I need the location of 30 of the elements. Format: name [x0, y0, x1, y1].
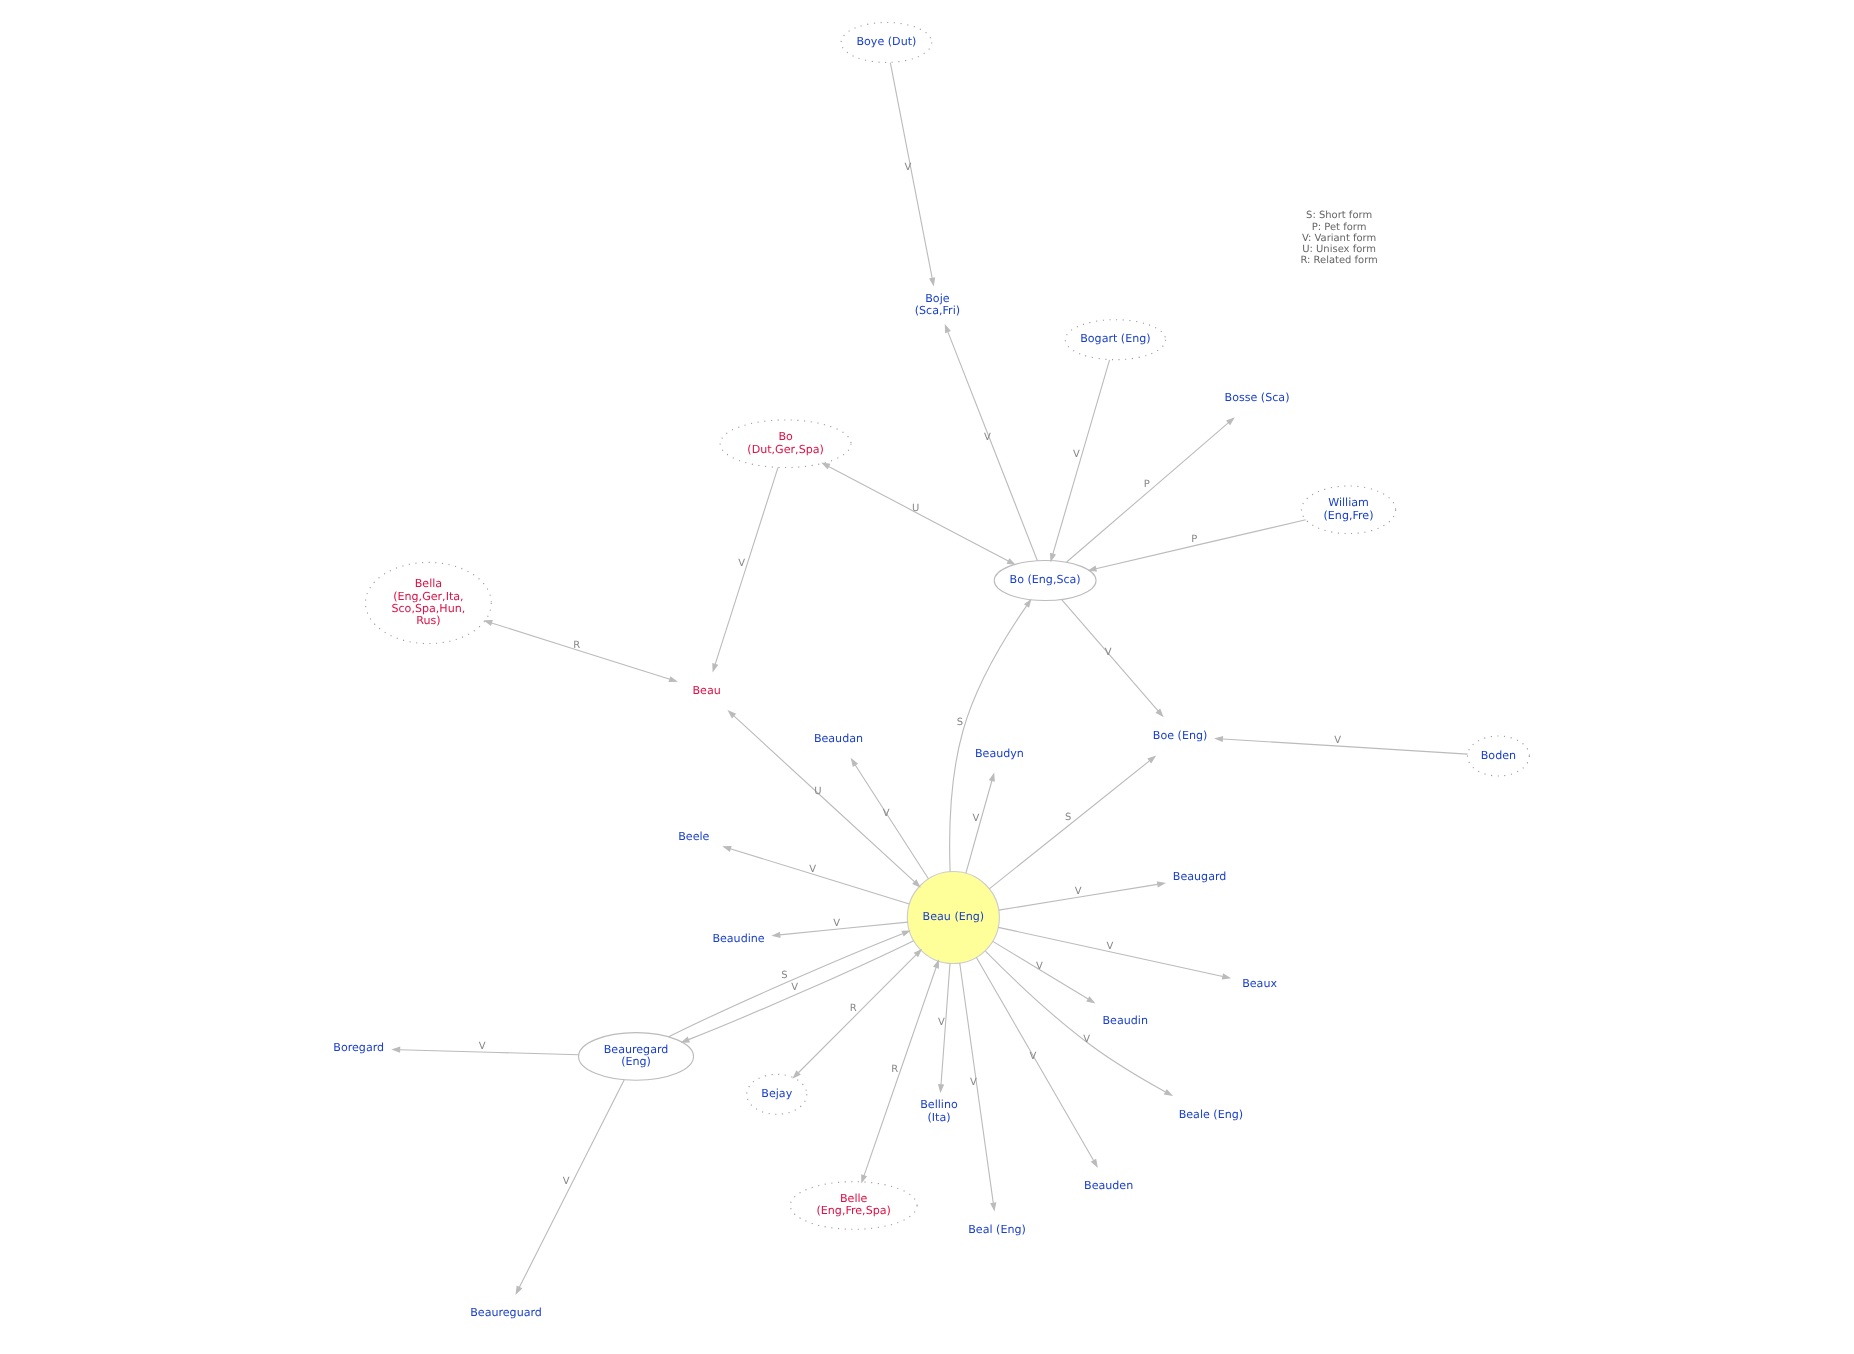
arrow	[998, 880, 1167, 910]
arrow	[984, 949, 1174, 1096]
arrow	[680, 939, 915, 1042]
arrow	[949, 597, 1032, 872]
arrow	[861, 958, 939, 1183]
arrow	[1214, 734, 1469, 754]
arrow	[668, 929, 911, 1037]
arrow	[821, 461, 1016, 565]
arrow	[944, 322, 1038, 561]
arrow	[722, 844, 910, 904]
arrow	[889, 61, 936, 286]
arrow	[515, 1078, 625, 1294]
arrow	[712, 465, 779, 672]
arrow	[992, 939, 1096, 1003]
arrow	[771, 920, 909, 937]
arrow	[1066, 416, 1235, 562]
arrow	[997, 925, 1232, 979]
arrow	[727, 709, 921, 887]
arrow	[937, 962, 951, 1093]
arrow	[1087, 518, 1307, 571]
arrow	[988, 754, 1157, 889]
arrow	[959, 961, 997, 1211]
arrow	[975, 955, 1098, 1167]
arrow	[1061, 598, 1164, 717]
arrow	[1050, 358, 1111, 562]
arrow	[850, 756, 929, 879]
arrow	[792, 947, 923, 1078]
arrow	[965, 771, 995, 873]
arrow	[391, 1045, 580, 1055]
arrow	[483, 619, 678, 682]
